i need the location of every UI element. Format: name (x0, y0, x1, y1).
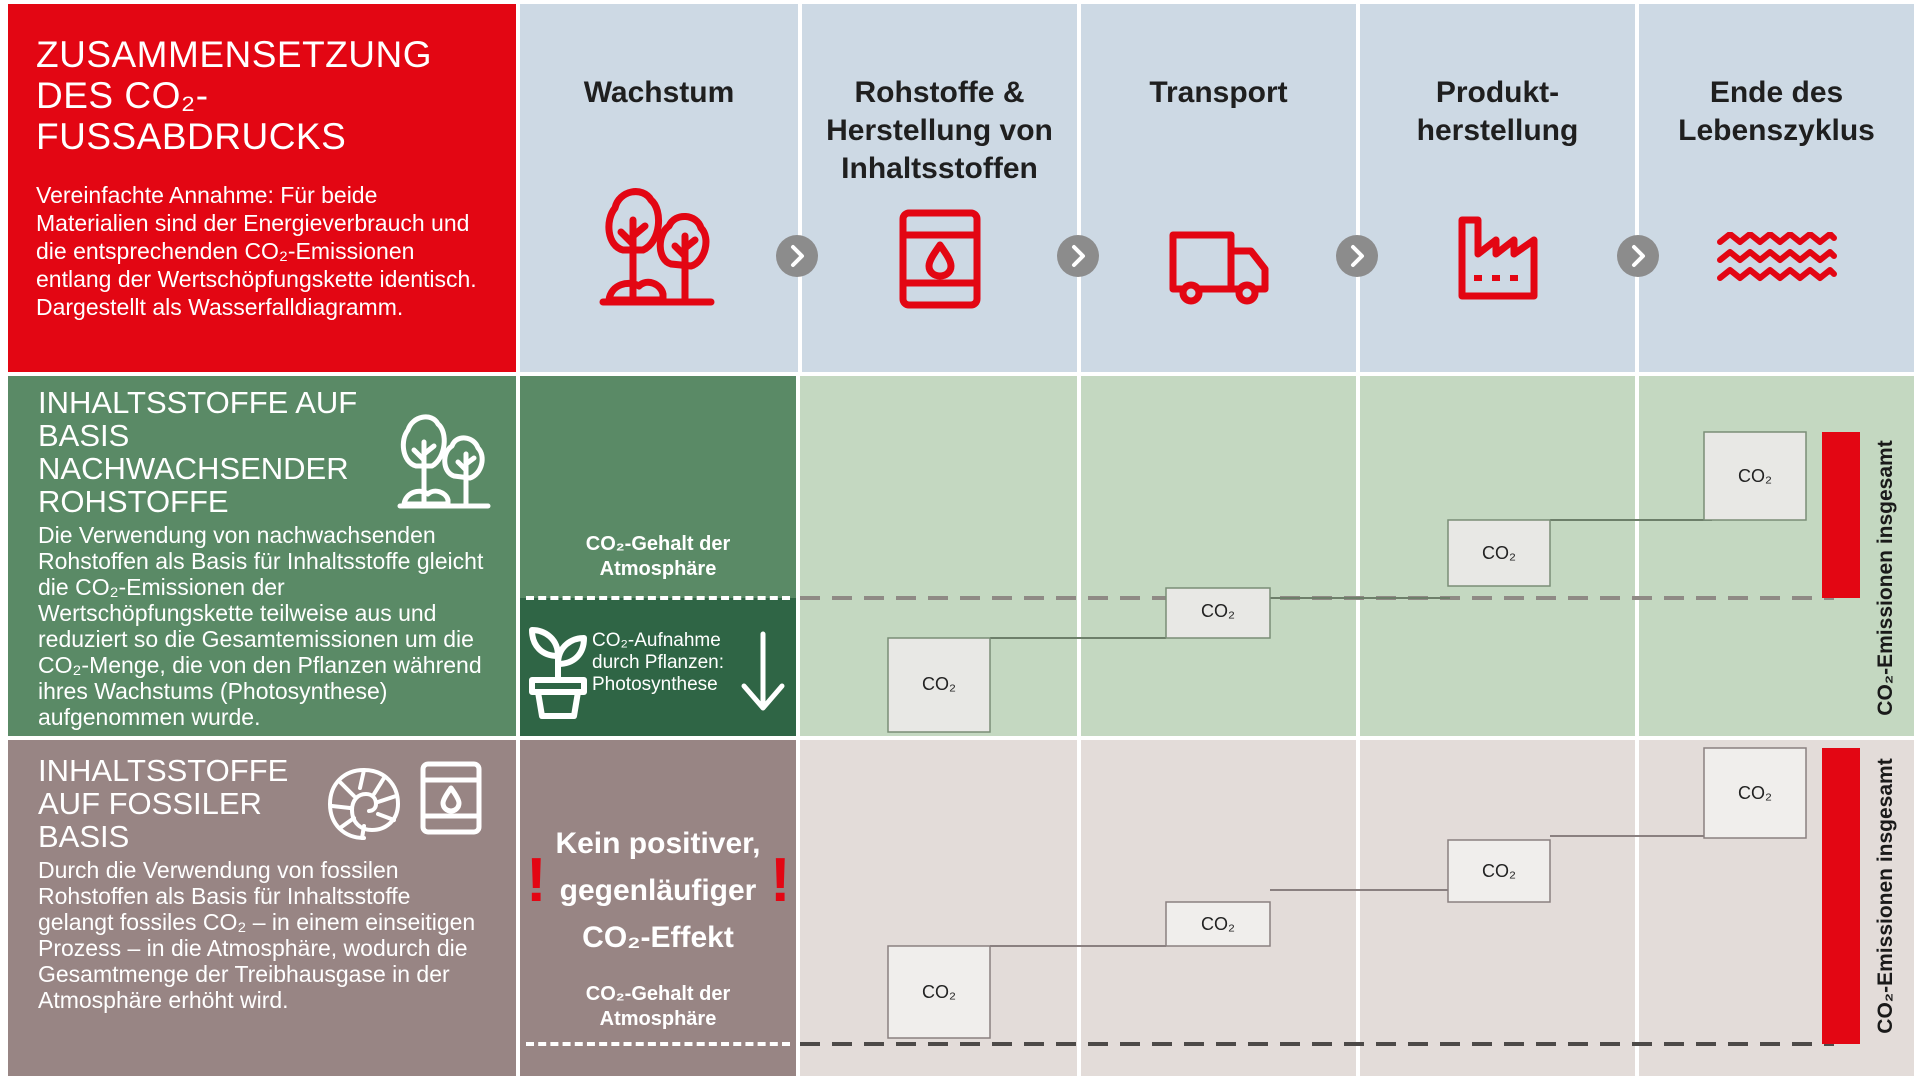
co2-block: CO₂ (887, 945, 991, 1039)
renewable-title: INHALTSSTOFFE AUF BASIS NACHWACHSENDER R… (38, 385, 358, 519)
main-title: ZUSAMMENSETZUNG DES CO₂-FUßABDRUCKS (36, 34, 432, 157)
step-header-rohstoffe: Rohstoffe & Herstellung von Inhaltsstoff… (802, 4, 1077, 372)
atmosphere-cell-renewable: CO₂-Gehalt der Atmosphäre (520, 376, 796, 598)
waves-icon (1716, 231, 1838, 293)
exclamation-icon: ! (526, 846, 547, 915)
plot-column (1360, 740, 1635, 1076)
step-title: Wachstum (583, 76, 735, 109)
atmosphere-line (526, 596, 790, 600)
co2-block: CO₂ (1165, 901, 1271, 947)
co2-block-label: CO₂ (1201, 601, 1235, 621)
co2-block-label: CO₂ (1201, 914, 1235, 934)
no-effect-cell: ! Kein positiver, gegenläufiger CO₂-Effe… (520, 740, 796, 1076)
step-header-produktherstellung: Produkt- herstellung (1360, 4, 1635, 372)
ammonite-icon (326, 766, 402, 847)
trees-icon (599, 180, 719, 315)
fossil-panel: INHALTSSTOFFE AUF FOSSILER BASIS Durch d… (8, 740, 516, 1076)
barrel-icon (895, 209, 985, 314)
step-header-lebenszyklus: Ende des Lebenszyklus (1639, 4, 1914, 372)
co2-block-label: CO₂ (922, 674, 956, 694)
co2-block: CO₂ (1447, 839, 1551, 903)
arrow-down-icon (738, 630, 788, 719)
barrel-icon (418, 760, 484, 841)
atmosphere-line (526, 1042, 790, 1046)
renewable-panel: INHALTSSTOFFE AUF BASIS NACHWACHSENDER R… (8, 376, 516, 736)
co2-block: CO₂ (1447, 519, 1551, 587)
co2-block-label: CO₂ (1482, 861, 1516, 881)
exclamation-icon: ! (770, 846, 791, 915)
fossil-description: Durch die Verwendung von fossilen Rohsto… (38, 857, 476, 1013)
step-title: Rohstoffe & Herstellung von Inhaltsstoff… (826, 76, 1053, 185)
total-emissions-bar (1822, 748, 1860, 1044)
total-emissions-bar (1822, 432, 1860, 598)
intro-panel: ZUSAMMENSETZUNG DES CO₂-FUßABDRUCKS Vere… (8, 4, 516, 372)
chevron-right-icon (1336, 235, 1378, 277)
atmosphere-label: CO₂-Gehalt der Atmosphäre (585, 983, 731, 1030)
fossil-title: INHALTSSTOFFE AUF FOSSILER BASIS (38, 753, 289, 854)
truck-icon (1169, 229, 1269, 314)
co2-block-label: CO₂ (1738, 466, 1772, 486)
photosynthesis-cell: CO₂-Aufnahme durch Pflanzen: Photosynthe… (520, 598, 796, 736)
co2-block: CO₂ (1703, 747, 1807, 839)
co2-block: CO₂ (887, 637, 991, 733)
trees-icon (396, 410, 492, 515)
plant-icon (528, 624, 588, 725)
co2-block: CO₂ (1165, 587, 1271, 639)
atmosphere-label: CO₂-Gehalt der Atmosphäre (585, 533, 731, 580)
co2-block: CO₂ (1703, 431, 1807, 521)
chevron-right-icon (1617, 235, 1659, 277)
step-header-transport: Transport (1081, 4, 1356, 372)
step-title: Transport (1149, 76, 1288, 109)
co2-block-label: CO₂ (1482, 543, 1516, 563)
photosynthesis-label: CO₂-Aufnahme durch Pflanzen: Photosynthe… (592, 630, 725, 695)
total-emissions-label: CO₂-Emissionen insgesamt (1874, 758, 1897, 1033)
factory-icon (1456, 214, 1540, 305)
chevron-right-icon (1057, 235, 1099, 277)
plot-column (1081, 376, 1356, 736)
waterfall-connector (990, 835, 1712, 947)
step-title: Produkt- herstellung (1416, 76, 1579, 147)
step-header-wachstum: Wachstum (520, 4, 798, 372)
total-emissions-label: CO₂-Emissionen insgesamt (1874, 440, 1897, 715)
co2-block-label: CO₂ (1738, 783, 1772, 803)
chevron-right-icon (776, 235, 818, 277)
waterfall-connector (990, 519, 1712, 639)
no-effect-warning: Kein positiver, gegenläufiger CO₂-Effekt (555, 827, 761, 954)
intro-text: Vereinfachte Annahme: Für beide Material… (36, 182, 477, 320)
step-title: Ende des Lebenszyklus (1678, 76, 1875, 147)
co2-block-label: CO₂ (922, 982, 956, 1002)
renewable-description: Die Verwendung von nachwachsenden Rohsto… (38, 522, 484, 730)
